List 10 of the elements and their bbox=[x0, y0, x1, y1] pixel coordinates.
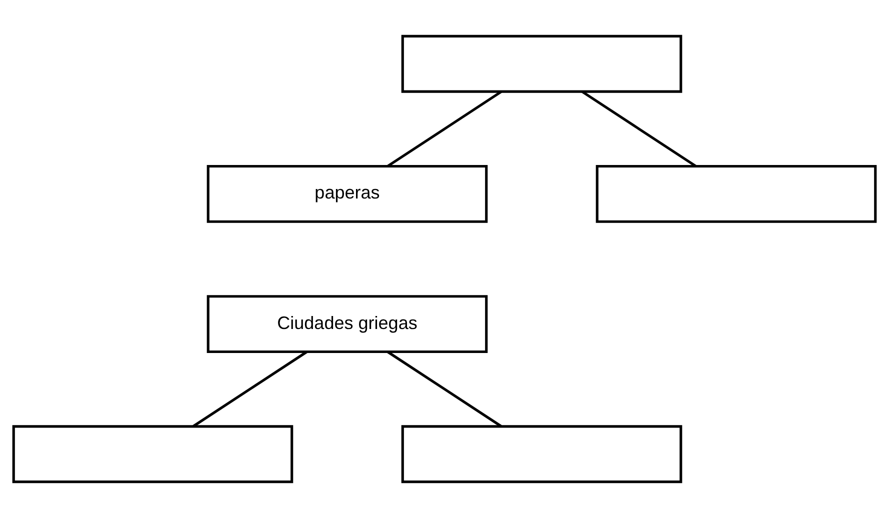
node-box bbox=[596, 164, 877, 223]
node-box bbox=[401, 34, 682, 93]
connector bbox=[192, 350, 308, 428]
connector bbox=[386, 350, 502, 428]
node-box bbox=[12, 425, 294, 484]
connector bbox=[581, 90, 696, 168]
node-box: Ciudades griegas bbox=[206, 295, 488, 354]
node-box bbox=[401, 425, 682, 484]
connector bbox=[387, 90, 502, 168]
node-box: paperas bbox=[206, 164, 488, 223]
